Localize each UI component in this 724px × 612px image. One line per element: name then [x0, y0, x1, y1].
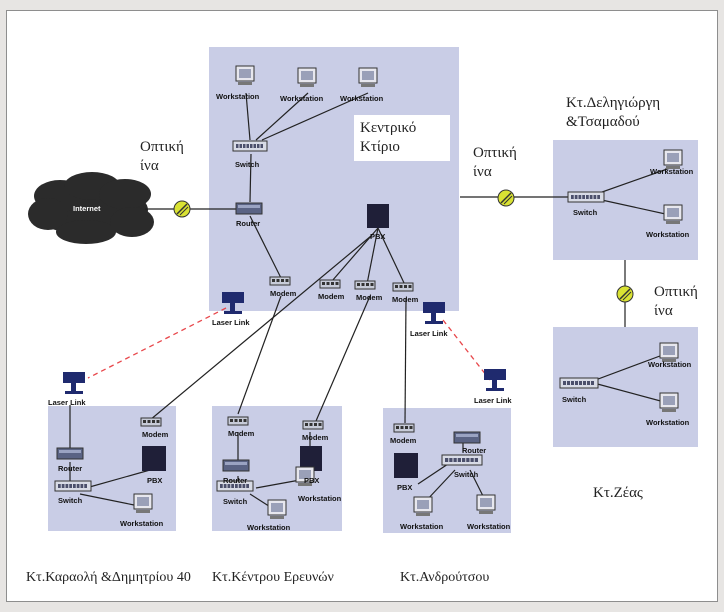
laser-link-icon	[423, 302, 445, 324]
workstation-label: Workstation	[340, 94, 384, 103]
central-building-label: Κεντρικό Κτίριο	[354, 115, 450, 161]
router-icon	[453, 431, 481, 444]
switch-icon	[216, 480, 254, 492]
workstation-label: Workstation	[216, 92, 260, 101]
workstation-icon	[295, 466, 315, 486]
switch-label: Switch	[454, 470, 479, 479]
kentrou-building-label: Κτ.Κέντρου Ερευνών	[212, 570, 334, 585]
modem-label: Modem	[302, 433, 329, 442]
modem-icon	[392, 282, 414, 292]
internet-label: Internet	[73, 204, 101, 213]
router-label: Router	[223, 476, 248, 485]
router-label: Router	[236, 219, 261, 228]
workstation-icon	[235, 65, 255, 85]
zeas-building-label: Κτ.Ζέας	[593, 485, 643, 501]
pbx-label: PBX	[397, 483, 413, 492]
modem-label: Modem	[270, 289, 297, 298]
workstation-label: Workstation	[646, 230, 690, 239]
workstation-label: Workstation	[648, 360, 692, 369]
laser-links	[87, 307, 491, 381]
modem-icon	[227, 416, 249, 426]
router-icon	[235, 202, 263, 215]
modem-icon	[302, 420, 324, 430]
workstation-label: Workstation	[646, 418, 690, 427]
modem-label: Modem	[142, 430, 169, 439]
modem-icon	[140, 417, 162, 427]
workstation-label: Workstation	[120, 519, 164, 528]
laser_link-label: Laser Link	[48, 398, 86, 407]
router-icon	[222, 459, 250, 472]
workstation-label: Workstation	[280, 94, 324, 103]
switch-icon	[54, 480, 92, 492]
fiber-label-vertical: Οπτική ίνα	[654, 284, 698, 319]
laser-link-icon	[222, 292, 244, 314]
workstation-icon	[358, 67, 378, 87]
workstation-label: Workstation	[400, 522, 444, 531]
pbx-label: PBX	[304, 476, 320, 485]
fiber-label-left: Οπτική ίνα	[140, 139, 184, 174]
workstation-icon	[297, 67, 317, 87]
workstation-icon	[663, 149, 683, 169]
workstation-label: Workstation	[298, 494, 342, 503]
laser_link-label: Laser Link	[474, 396, 512, 405]
workstation-icon	[476, 494, 496, 514]
workstation-icon	[659, 342, 679, 362]
pbx-label: PBX	[370, 232, 386, 241]
switch-label: Switch	[223, 497, 248, 506]
building-central	[209, 47, 459, 311]
internet-cloud	[28, 172, 154, 244]
switch-icon	[232, 140, 268, 152]
laser-link-icon	[63, 372, 85, 394]
workstation-icon	[133, 493, 153, 513]
modem-icon	[269, 276, 291, 286]
pbx-boxes	[142, 204, 418, 478]
router-label: Router	[58, 464, 83, 473]
karaoli-building-label: Κτ.Καραολή &Δημητρίου 40	[26, 570, 191, 585]
workstation-label: Workstation	[650, 167, 694, 176]
switch-icon	[441, 454, 483, 466]
switch-label: Switch	[235, 160, 260, 169]
router-label: Router	[462, 446, 487, 455]
modem-label: Modem	[318, 292, 345, 301]
modem-label: Modem	[392, 295, 419, 304]
workstation-icon	[663, 204, 683, 224]
delig-building-label: Κτ.Δεληγιώργη &Τσαμαδού	[566, 95, 661, 130]
workstation-label: Workstation	[247, 523, 291, 532]
modem-label: Modem	[228, 429, 255, 438]
switch-icon	[567, 191, 605, 203]
fiber-label-right: Οπτική ίνα	[473, 145, 517, 180]
modem-icon	[319, 279, 341, 289]
modem-label: Modem	[356, 293, 383, 302]
modem-icon	[393, 423, 415, 433]
switch-label: Switch	[573, 208, 598, 217]
connection-lines	[69, 92, 671, 511]
laser_link-label: Laser Link	[410, 329, 448, 338]
switch-label: Switch	[562, 395, 587, 404]
workstation-label: Workstation	[467, 522, 511, 531]
workstation-icon	[659, 392, 679, 412]
pbx-label: PBX	[147, 476, 163, 485]
workstation-icon	[413, 496, 433, 516]
modem-label: Modem	[390, 436, 417, 445]
fiber-markers	[173, 189, 634, 303]
laser_link-label: Laser Link	[212, 318, 250, 327]
androutsou-building-label: Κτ.Ανδρούτσου	[400, 570, 490, 585]
workstation-icon	[267, 499, 287, 519]
switch-icon	[559, 377, 599, 389]
modem-icon	[354, 280, 376, 290]
switch-label: Switch	[58, 496, 83, 505]
router-icon	[56, 447, 84, 460]
laser-link-icon	[484, 369, 506, 391]
